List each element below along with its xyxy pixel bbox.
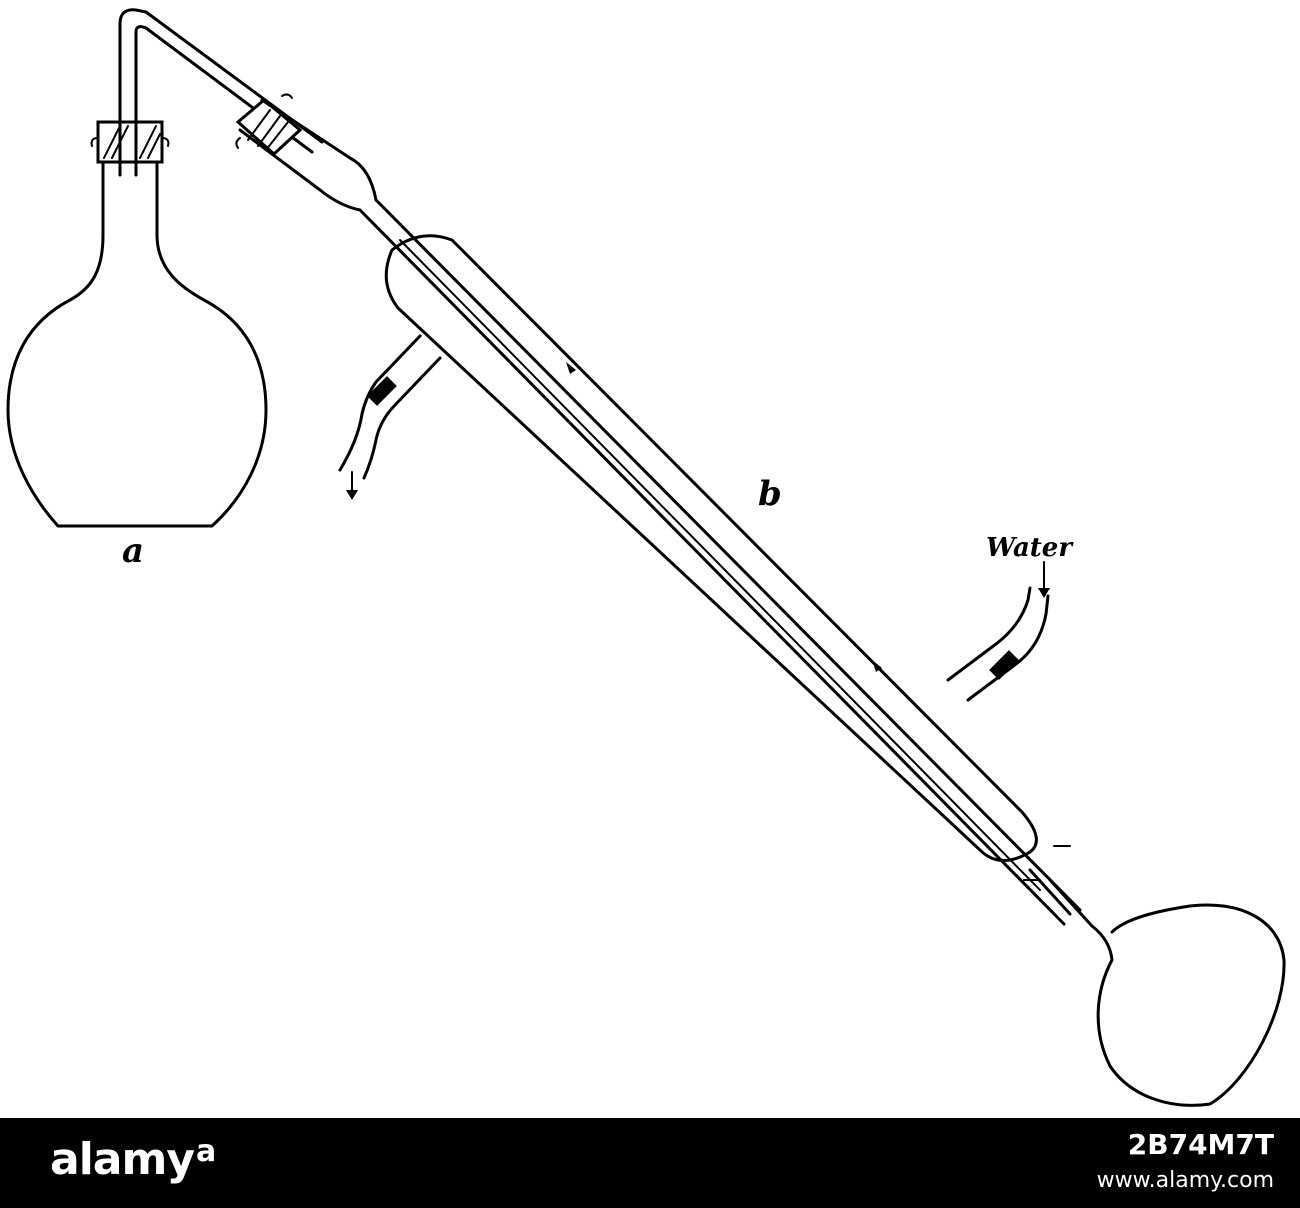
- receiver-flask: [1023, 845, 1286, 1107]
- image-id: 2B74M7T: [1127, 1128, 1274, 1161]
- label-b: b: [758, 474, 782, 514]
- delivery-tube: [118, 8, 324, 177]
- alamy-logo: alamya: [50, 1134, 216, 1185]
- condenser-jacket: [338, 234, 1050, 862]
- condenser-inner-tube: [238, 98, 1082, 926]
- site-url: www.alamy.com: [1096, 1168, 1274, 1193]
- label-a: a: [122, 531, 144, 571]
- label-water: Water: [986, 533, 1074, 563]
- water-arrow: [1038, 561, 1050, 598]
- condenser-stopper: [235, 93, 303, 157]
- watermark-footer: alamya 2B74M7T www.alamy.com: [0, 1118, 1300, 1208]
- flask-a: [6, 120, 268, 528]
- stopper-hatching: [103, 125, 161, 159]
- distillation-diagram: a b Water: [6, 8, 1286, 1107]
